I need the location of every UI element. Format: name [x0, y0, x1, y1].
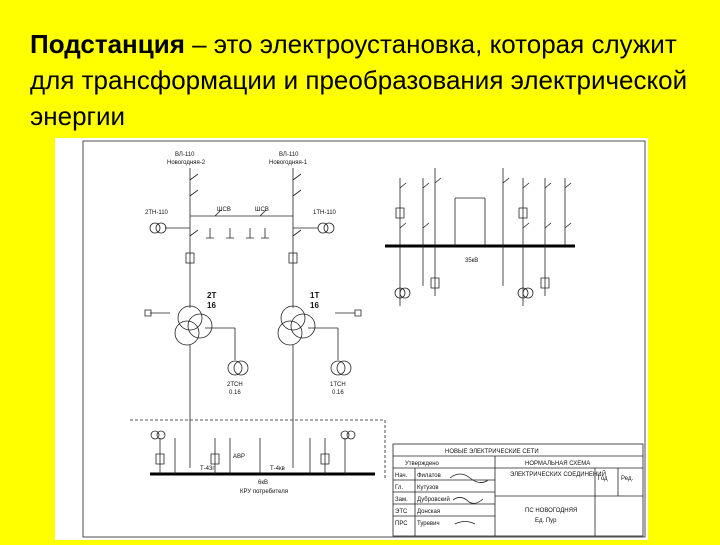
title-block: НОВЫЕ ЭЛЕКТРИЧЕСКИЕ СЕТИ Утверждено НОРМ…	[392, 443, 644, 537]
label-tsn2: 2ТСН	[227, 382, 243, 388]
label-vl2-name: Новогодняя-1	[269, 160, 308, 166]
label-tn-left: 2ТН-110	[145, 210, 169, 216]
stamp-row5-name: Туревич	[417, 521, 440, 527]
vt-right-symbol	[317, 222, 329, 234]
transformer-2t	[177, 305, 203, 331]
svg-text:ШСВ: ШСВ	[255, 207, 269, 213]
breaker-left	[185, 252, 195, 264]
title-definition: – это электроустановка, которая служит д…	[30, 29, 688, 131]
vt-35kv-left	[394, 287, 406, 299]
vt-35kv-right	[517, 287, 529, 299]
transformer-1t	[280, 305, 306, 331]
stamp-col2: Ред.	[621, 476, 633, 482]
stamp-doc-title-2: ЭЛЕКТРИЧЕСКИХ СОЕДИНЕНИЙ	[510, 470, 606, 478]
label-tsn1: 1ТСН	[330, 382, 346, 388]
stamp-row1: Нач.	[395, 473, 408, 479]
stamp-row2-name: Кутузов	[417, 485, 439, 491]
stamp-row3-name: Дубровский	[417, 496, 450, 503]
stamp-row2: Гл.	[395, 485, 403, 491]
stamp-approved: Утверждено	[405, 461, 440, 467]
label-t4: Т-4кв	[270, 466, 285, 472]
label-tn-right: 1ТН-110	[313, 210, 337, 216]
stamp-row1-name: Филатов	[417, 473, 441, 479]
substation-diagram: ВЛ-110 Новогодняя-2 ВЛ-110 Новогодняя-1 …	[55, 138, 648, 540]
breaker-right	[288, 252, 298, 264]
label-avr: АВР	[233, 454, 245, 460]
stamp-sheet: Ед. Пур	[535, 518, 557, 524]
label-t1-val: 16	[310, 301, 319, 310]
label-vl1-name: Новогодняя-2	[167, 160, 206, 166]
label-tsn2-val: 0.16	[229, 390, 241, 396]
label-tsn1-val: 0.16	[332, 390, 344, 396]
disconnectors-35kv	[399, 177, 572, 229]
label-kru: КРУ потребителя	[240, 489, 288, 495]
signatures	[449, 473, 489, 525]
vt-left-symbol	[149, 222, 161, 234]
stamp-row3: Зам.	[395, 497, 408, 503]
feeders-35kv	[399, 168, 566, 246]
title-term: Подстанция	[30, 29, 185, 59]
feeders-6kv	[159, 438, 346, 474]
drawing-frame	[82, 140, 646, 538]
stamp-row4: ЭТС	[395, 509, 408, 515]
label-vl2: ВЛ-110	[279, 152, 299, 158]
slide-title: Подстанция – это электроустановка, котор…	[30, 26, 700, 134]
label-t2-val: 16	[207, 301, 216, 310]
svg-text:ШСВ: ШСВ	[217, 207, 231, 213]
label-t2: 2Т	[207, 291, 216, 300]
stamp-col1: Год	[598, 476, 608, 482]
stamp-row4-name: Донская	[417, 509, 440, 515]
label-vl1: ВЛ-110	[175, 152, 195, 158]
stamp-org: НОВЫЕ ЭЛЕКТРИЧЕСКИЕ СЕТИ	[445, 449, 539, 455]
stamp-row5: ПРС	[395, 521, 408, 527]
schematic-svg: ВЛ-110 Новогодняя-2 ВЛ-110 Новогодняя-1 …	[82, 140, 646, 538]
arresters	[206, 228, 269, 239]
disconnectors	[189, 173, 302, 237]
label-t43: Т-43г	[200, 466, 215, 472]
label-bus-35kv: 35кВ	[465, 258, 478, 264]
stamp-code: ПС НОВОГОДНЯЯ	[525, 508, 577, 514]
stamp-doc-title-1: НОРМАЛЬНАЯ СХЕМА	[525, 461, 590, 467]
label-t1: 1Т	[310, 291, 319, 300]
label-bus-6kv: 6кВ	[258, 480, 268, 486]
tsn1-symbol	[330, 360, 346, 376]
tsn2-symbol	[227, 360, 243, 376]
bridge-disconnectors	[214, 209, 267, 217]
